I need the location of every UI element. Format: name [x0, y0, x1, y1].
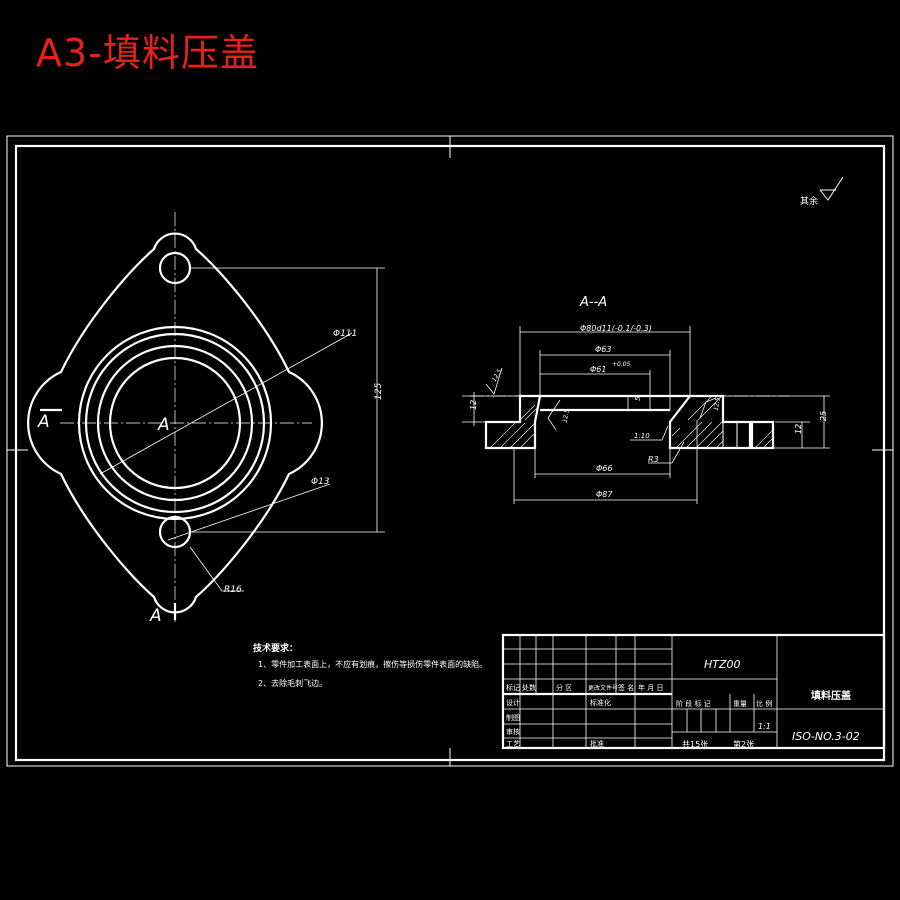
row-process: 工艺	[506, 740, 520, 748]
dim-r3: R3	[648, 455, 659, 464]
section-mark-center: A	[157, 415, 170, 435]
flange-outline	[27, 232, 323, 614]
weight-label: 重量	[733, 700, 747, 708]
col-sign: 签 名	[618, 683, 634, 692]
bore-ring	[96, 344, 254, 502]
row-design: 设计	[506, 698, 520, 707]
rough-2: 12.5	[562, 409, 571, 424]
col-doc: 更改文件号	[588, 684, 618, 692]
row-draw: 制图	[506, 713, 520, 722]
section-mark-left: A	[37, 412, 50, 432]
roughness-symbol-icon: 其余	[800, 176, 844, 207]
dim-12-right: 12	[794, 424, 803, 434]
stage-label: 阶 段 标 记	[676, 699, 711, 708]
title-block: HTZ00 填料压盖 ISO-NO.3-02 1:1 共15张 第2张 标记 处…	[501, 633, 886, 750]
section-mark-bottom: A	[149, 606, 162, 626]
sheet-no: 第2张	[733, 739, 754, 749]
centring-marks	[7, 136, 893, 766]
outer-border	[6, 135, 894, 767]
note-item-2: 2、去除毛刺飞边。	[258, 678, 327, 688]
dim-12-left: 12	[469, 400, 478, 410]
dim-61: Φ61	[590, 365, 606, 374]
sheet-title: A3-填料压盖	[36, 31, 259, 75]
flange-inner-ring	[84, 332, 266, 514]
scale: 1:1	[758, 722, 771, 731]
row-approve: 批准	[590, 739, 604, 748]
dim-taper: 1:10	[634, 432, 650, 440]
dim-hole-dia: Φ13	[311, 477, 330, 487]
section-title: A--A	[579, 295, 607, 310]
front-view: A A A 125 Φ111 Φ13 R16	[27, 212, 385, 626]
bore	[108, 356, 242, 490]
dim-66: Φ66	[596, 464, 612, 473]
part-name: 填料压盖	[811, 689, 851, 702]
dim-25: 25	[819, 411, 828, 421]
col-count: 处数	[522, 683, 536, 692]
material: HTZ00	[704, 658, 741, 671]
dim-radius: R16	[224, 585, 242, 595]
dim-5: 5	[634, 396, 642, 401]
dim-outer-dia: Φ111	[333, 329, 357, 339]
col-date: 年 月 日	[638, 683, 663, 692]
row-check: 审核	[506, 727, 520, 736]
flange-outer-ring	[77, 325, 273, 521]
dim-top: Φ80d11(-0.1/-0.3)	[580, 324, 652, 333]
scale-label: 比 例	[756, 699, 772, 708]
dim-63: Φ63	[595, 345, 611, 354]
dim-span: 125	[374, 383, 384, 400]
drawing-no: ISO-NO.3-02	[792, 730, 860, 743]
roughness-note: 其余	[800, 195, 818, 207]
col-mark: 标记	[506, 683, 520, 692]
section-view: A--A Φ80d11(-0.1/-0	[462, 295, 830, 504]
col-zone: 分 区	[556, 683, 572, 692]
notes-heading: 技术要求：	[253, 642, 298, 654]
dim-87: Φ87	[596, 490, 613, 499]
sheets-total: 共15张	[682, 740, 708, 749]
row-standard: 标准化	[590, 698, 611, 707]
rough-3: 12.5	[713, 397, 722, 412]
technical-notes: 技术要求： 1、零件加工表面上，不应有划痕，擦伤等损伤零件表面的缺陷。 2、去除…	[253, 642, 487, 688]
section-hatch	[484, 394, 775, 450]
note-item-1: 1、零件加工表面上，不应有划痕，擦伤等损伤零件表面的缺陷。	[258, 659, 487, 669]
dim-61-tol: +0.05	[612, 361, 631, 368]
